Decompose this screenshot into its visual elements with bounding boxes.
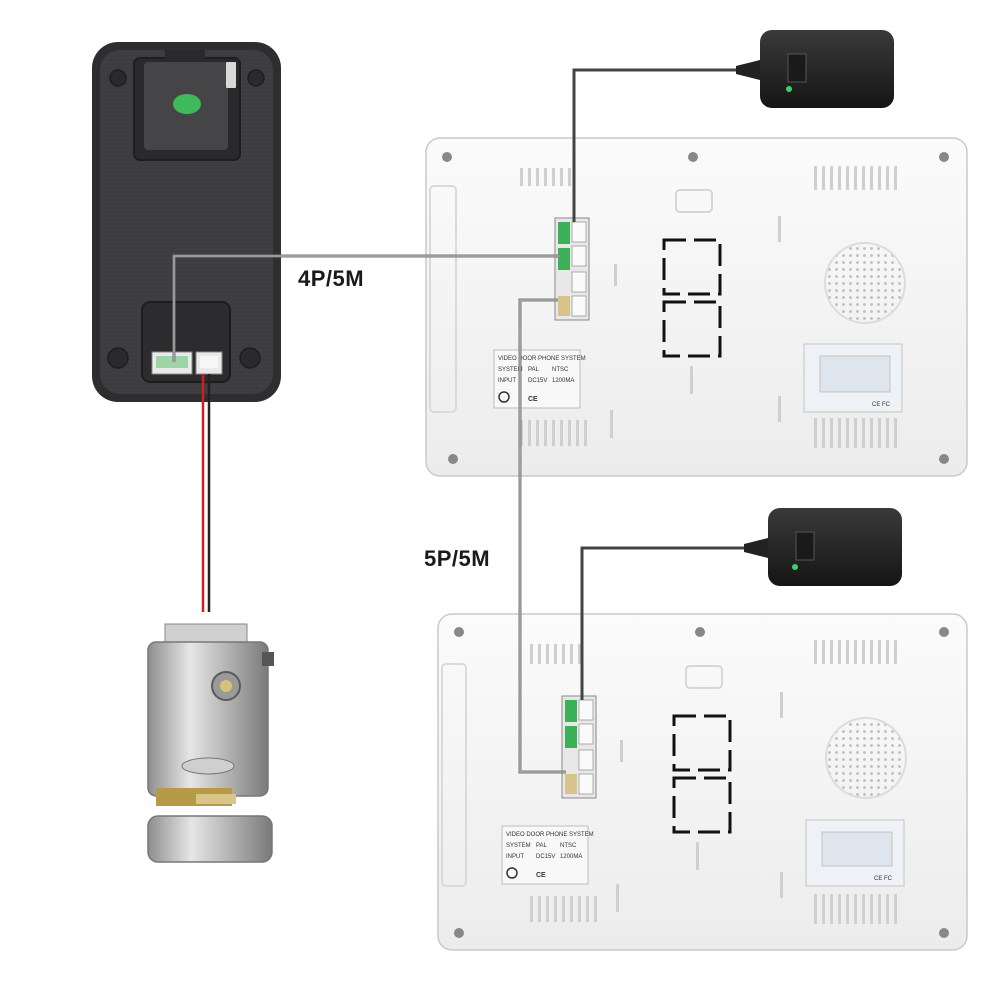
power-wire-1 [572, 68, 736, 222]
monitor-1-label-pal: PAL [528, 367, 540, 373]
monitor-2-label-title: VIDEO DOOR PHONE SYSTEM [506, 832, 594, 838]
power-adapter-1 [736, 30, 894, 108]
power-wire-2 [580, 546, 744, 700]
monitor-2-terminal-block [561, 695, 597, 799]
monitor-1-cert-icon [498, 391, 510, 403]
monitor-2-label-dc: DC15V [536, 854, 555, 860]
monitor-2-label-ce: CE [536, 872, 546, 879]
monitor-1-label-input: INPUT [498, 378, 516, 384]
cable-5p-label: 5P/5M [424, 546, 491, 571]
monitor-2-label-system: SYSTEM [506, 843, 531, 849]
indoor-monitor-2: VIDEO DOOR PHONE SYSTEM SYSTEM PAL NTSC … [437, 613, 968, 951]
monitor-2-diagram-sticker: CE FC [805, 819, 905, 887]
monitor-1-label-system: SYSTEM [498, 367, 523, 373]
monitor-2-label-fc: CE FC [874, 876, 893, 882]
monitor-1-diagram-sticker: CE FC [803, 343, 903, 413]
cable-4p-label: 4P/5M [298, 266, 365, 291]
camera-button-icon [173, 94, 201, 114]
monitor-2-cert-icon [506, 867, 518, 879]
electric-lock [147, 623, 274, 863]
outdoor-camera-unit [92, 42, 281, 402]
power-adapter-2 [744, 508, 902, 586]
monitor-1-terminal-block [554, 217, 590, 321]
monitor-2-label-pal: PAL [536, 843, 548, 849]
monitor-1-label-ntsc: NTSC [552, 367, 569, 373]
monitor-1-spec-label: VIDEO DOOR PHONE SYSTEM SYSTEM PAL NTSC … [493, 349, 586, 409]
monitor-1-label-dc: DC15V [528, 378, 547, 384]
monitor-1-label-ma: 1200MA [552, 378, 574, 384]
monitor-2-label-ntsc: NTSC [560, 843, 577, 849]
monitor-2-label-input: INPUT [506, 854, 524, 860]
monitor-1-label-ce: CE [528, 396, 538, 403]
monitor-2-spec-label: VIDEO DOOR PHONE SYSTEM SYSTEM PAL NTSC … [501, 825, 594, 885]
monitor-1-label-fc: CE FC [872, 402, 891, 408]
monitor-1-label-title: VIDEO DOOR PHONE SYSTEM [498, 356, 586, 362]
indoor-monitor-1: VIDEO DOOR PHONE SYSTEM SYSTEM PAL NTSC … [425, 137, 968, 477]
monitor-2-label-ma: 1200MA [560, 854, 582, 860]
